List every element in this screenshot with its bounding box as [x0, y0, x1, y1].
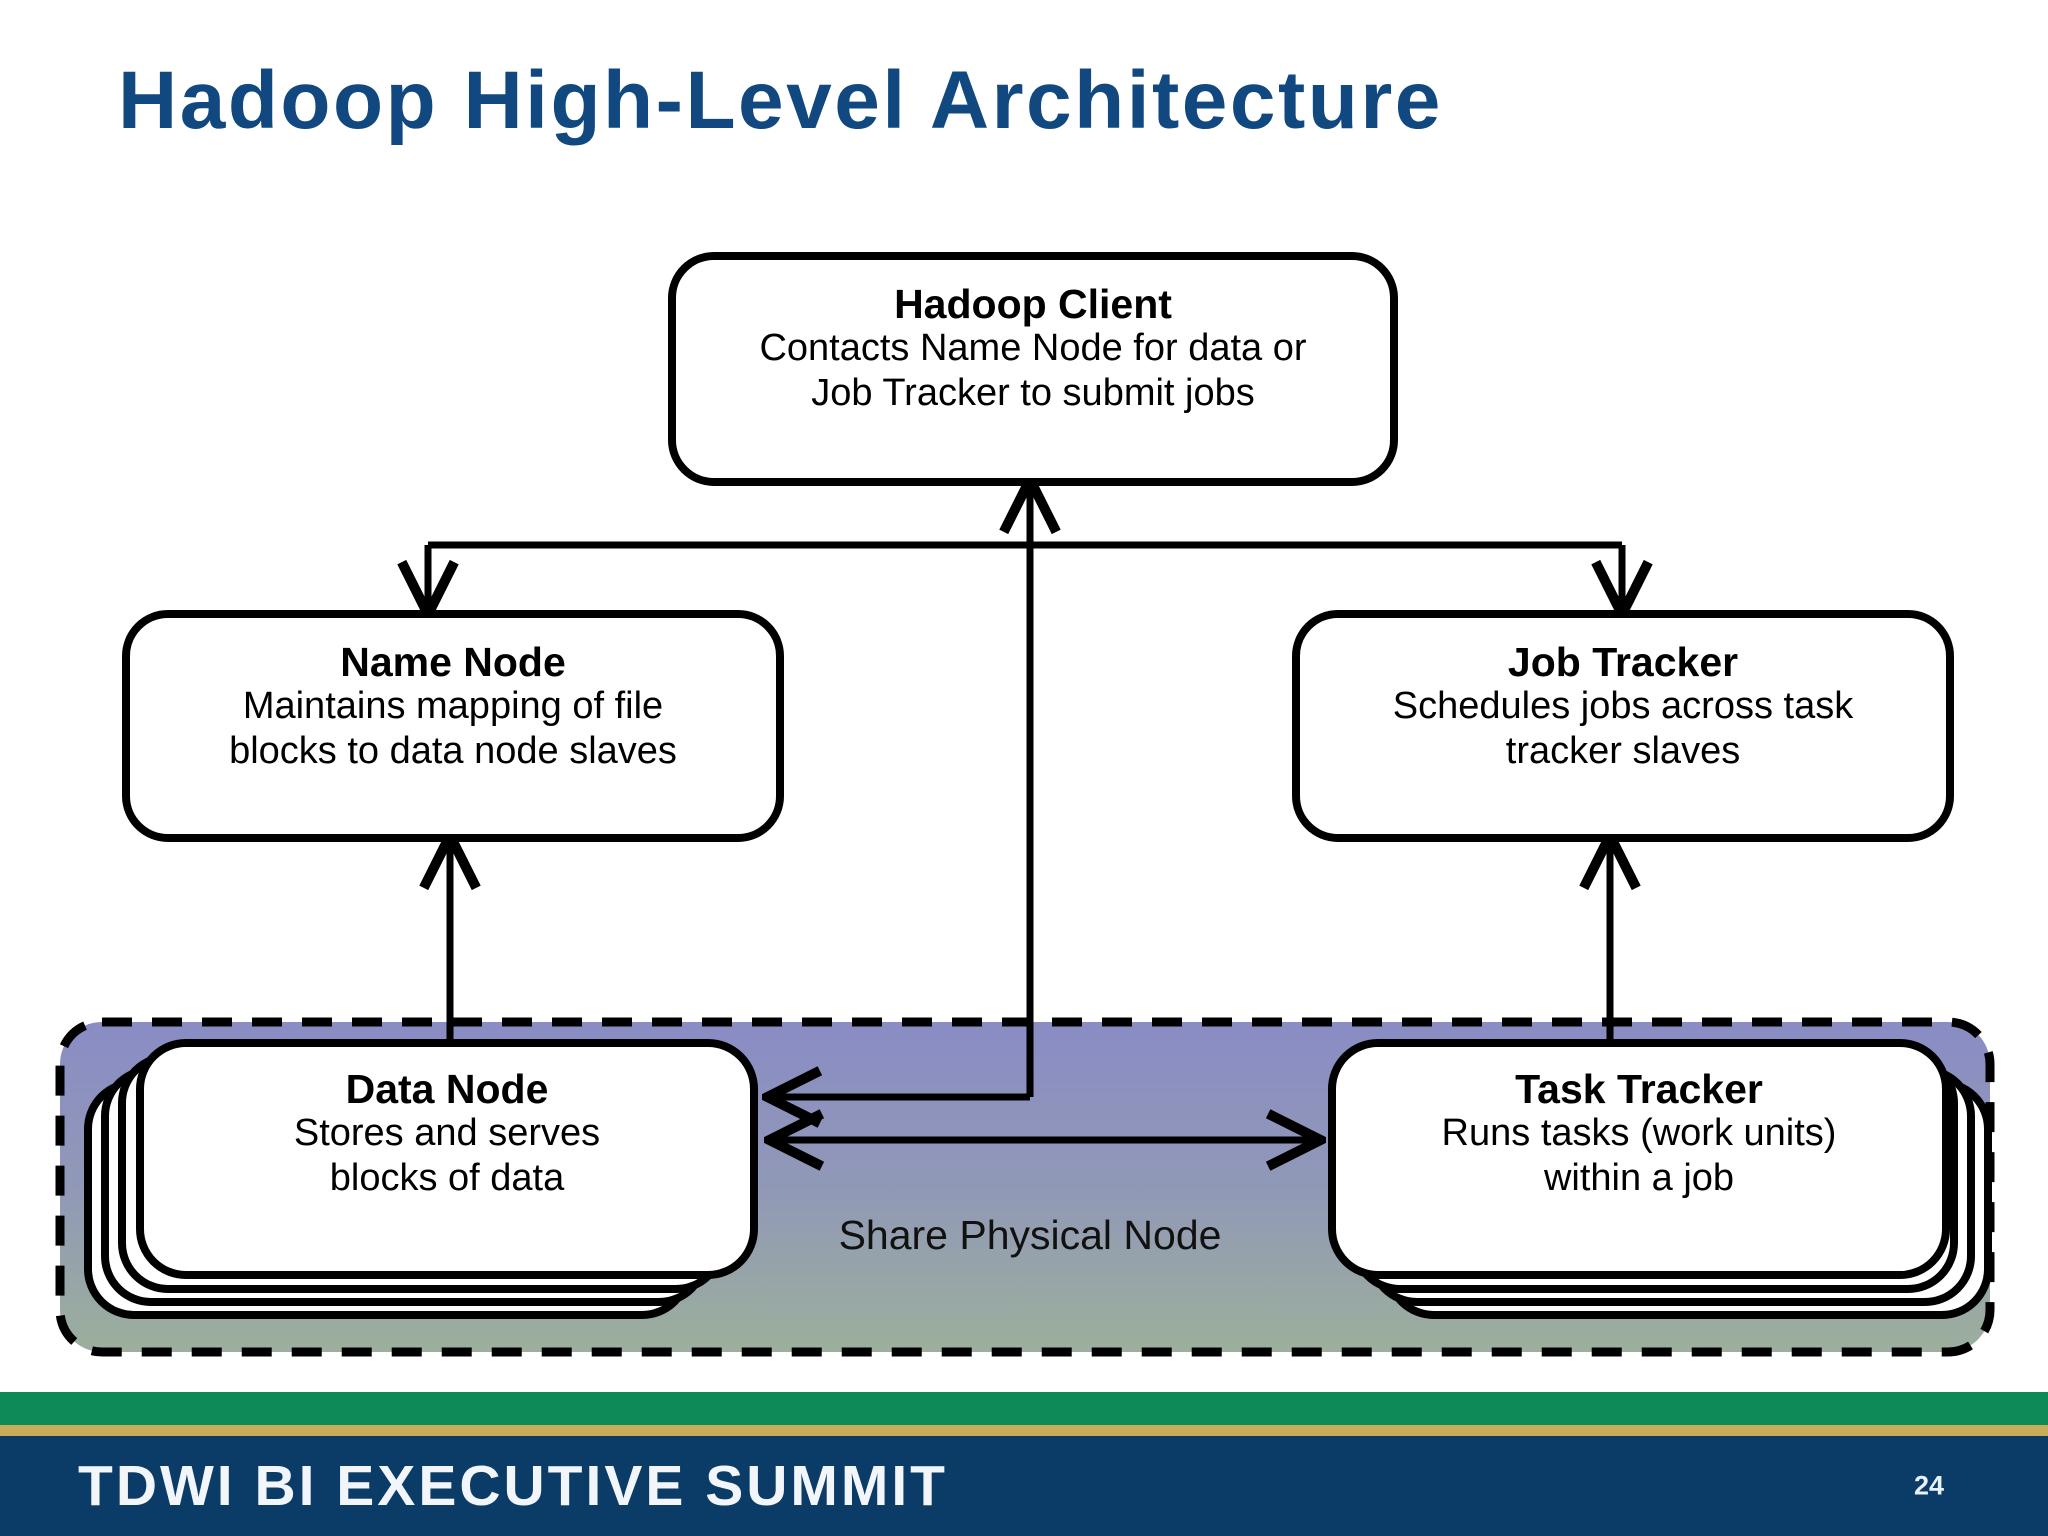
data-node-card-1 [136, 1039, 758, 1279]
slide-footer: TDWI BI EXECUTIVE SUMMIT 24 [0, 1392, 2048, 1536]
footer-green-bar [0, 1392, 2048, 1425]
name-node-box[interactable] [122, 610, 784, 842]
job-tracker-box[interactable] [1292, 610, 1954, 842]
footer-navy-bar: TDWI BI EXECUTIVE SUMMIT 24 [0, 1436, 2048, 1536]
page-number: 24 [1913, 1470, 1944, 1501]
footer-brand: TDWI BI EXECUTIVE SUMMIT [78, 1454, 948, 1518]
connectors [428, 482, 1622, 1140]
task-tracker-card-1 [1328, 1039, 1950, 1279]
footer-gold-bar [0, 1425, 2048, 1436]
hadoop-client-box[interactable] [668, 252, 1398, 486]
page-title: Hadoop High-Level Architecture [118, 55, 1443, 146]
architecture-diagram: Hadoop Client Contacts Name Node for dat… [55, 252, 1995, 1357]
data-node-stack[interactable] [84, 1039, 758, 1319]
diagram-svg [55, 252, 1995, 1357]
task-tracker-stack[interactable] [1328, 1039, 1992, 1319]
share-physical-node-label: Share Physical Node [838, 1212, 1222, 1258]
